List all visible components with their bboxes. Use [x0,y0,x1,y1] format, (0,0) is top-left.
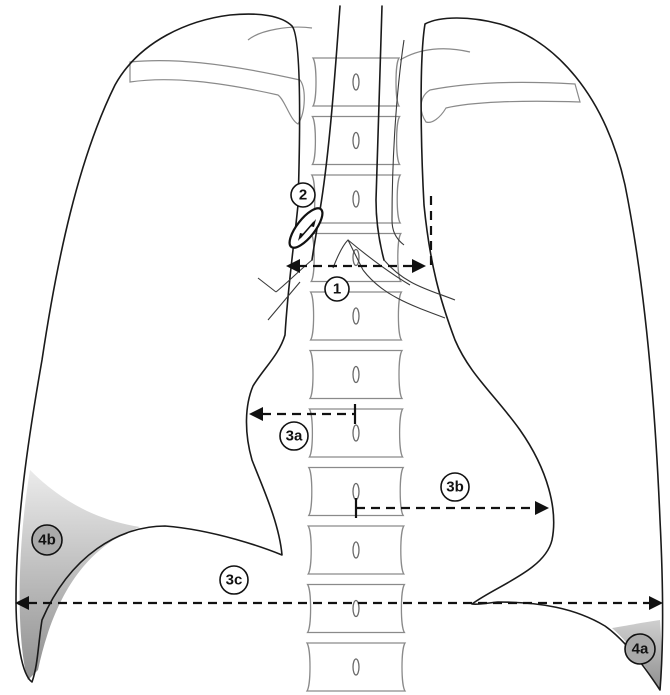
right-rib-arc [248,27,312,40]
vertebra [308,526,404,574]
vertebra [311,292,402,340]
vertebra [313,58,399,106]
label-3a-badge: 3a [280,422,308,450]
label-4a: 4a [632,641,649,658]
label-4a-badge: 4a [625,634,655,664]
vertebra [312,117,399,165]
vertebra [312,175,400,223]
label-3b: 3b [446,479,464,496]
label-3c-badge: 3c [220,566,248,594]
vertebral-column [307,58,405,691]
vertebra [308,585,405,633]
label-2: 2 [299,187,307,204]
label-3b-badge: 3b [441,473,469,501]
left-clavicle [421,82,580,122]
left-rib-arc [400,49,470,60]
label-3c: 3c [226,572,243,589]
vertebra [310,351,402,399]
label-1: 1 [333,281,341,298]
label-4b-badge: 4b [32,525,62,555]
left-lung-outline [421,18,663,690]
vertebra [311,234,401,282]
label-2-badge: 2 [291,183,315,207]
label-4b: 4b [38,532,56,549]
label-3a: 3a [286,428,303,445]
vertebra [307,643,405,691]
label-1-badge: 1 [325,277,349,301]
right-main-bronchus [258,260,312,320]
right-clavicle [130,61,304,124]
